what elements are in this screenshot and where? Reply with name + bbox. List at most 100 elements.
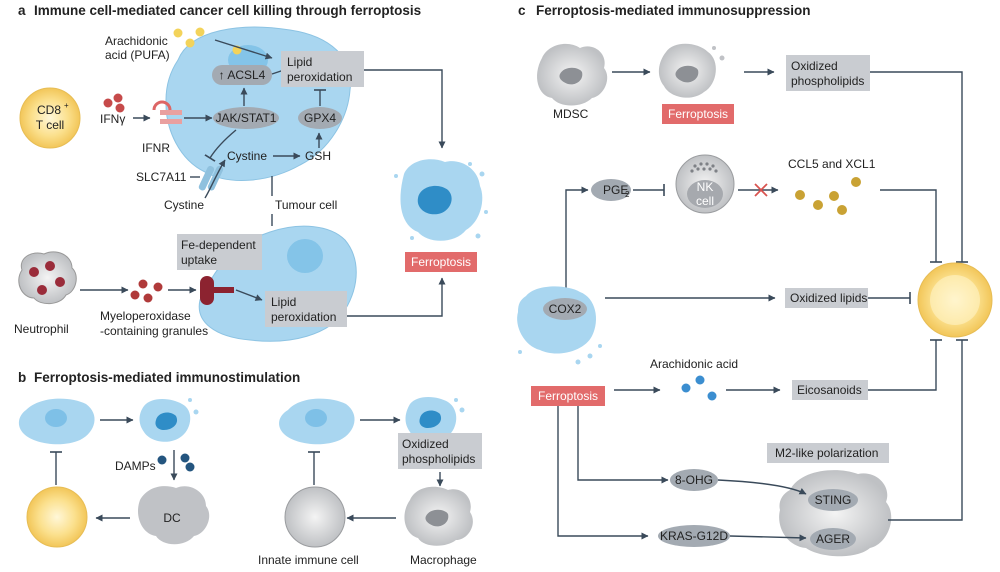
jak-stat1-pill	[213, 107, 279, 129]
tumour-cell-b1	[18, 398, 95, 445]
macrophage-label: Macrophage	[410, 553, 477, 567]
innate-immune-cell-label: Innate immune cell	[258, 553, 359, 567]
blocked-x-icon	[754, 183, 768, 197]
arachidonic-acid-c-dots	[681, 375, 717, 401]
fe-uptake-label-2: uptake	[181, 253, 217, 267]
mdsc-cell	[537, 43, 608, 106]
ferroptotic-cell-b1	[139, 398, 199, 442]
damps-label: DAMPs	[115, 459, 156, 473]
eicosanoids-label: Eicosanoids	[797, 383, 862, 397]
ifng-label: IFNγ	[100, 112, 125, 126]
cd8-t-cell	[19, 87, 81, 149]
cox2-tumour-cell	[517, 286, 602, 365]
dc-label: DC	[163, 511, 181, 525]
neutrophil	[18, 251, 77, 305]
lipid-peroxidation-label-2: peroxidation	[287, 70, 352, 84]
nk-nucleus	[687, 180, 723, 208]
slc7a11-label: SLC7A11	[136, 170, 187, 184]
pge2-subscript: 2	[625, 190, 630, 199]
8ohg-label: 8-OHG	[675, 473, 713, 487]
fe-uptake-box	[177, 234, 262, 270]
lipid-peroxidation-2-label-2: peroxidation	[271, 310, 336, 324]
m2-polarization-label: M2-like polarization	[775, 446, 878, 460]
dendritic-cell	[137, 486, 210, 545]
kras-label: KRAS-G12D	[660, 529, 728, 543]
oxidized-phospholipids-box-b	[398, 433, 482, 469]
granules-label-2: -containing granules	[100, 324, 208, 338]
arachidonic-acid-label-1: Arachidonic	[105, 34, 168, 48]
ferroptotic-cell-a	[394, 159, 488, 241]
oxidized-phospholipids-c-1: Oxidized	[791, 59, 838, 73]
t-cell-b	[26, 486, 88, 548]
nk-label-1: NK	[697, 180, 714, 194]
nk-label-2: cell	[696, 194, 714, 208]
ager-label: AGER	[816, 532, 850, 546]
section-a-letter: a	[18, 3, 26, 18]
fe-uptake-label-1: Fe-dependent	[181, 238, 256, 252]
lipid-peroxidation-label-1: Lipid	[287, 55, 312, 69]
section-a-title: Immune cell-mediated cancer cell killing…	[34, 3, 421, 18]
ferroptotic-mdsc	[658, 43, 725, 98]
t-cell-label: T cell	[36, 118, 64, 132]
m2-macrophage	[779, 470, 892, 557]
pge2-pill	[591, 179, 631, 201]
arachidonic-acid-c-label: Arachidonic acid	[650, 357, 738, 371]
gsh-label: GSH	[305, 149, 331, 163]
gpx4-label: GPX4	[304, 111, 336, 125]
granules-label-1: Myeloperoxidase	[100, 309, 191, 323]
sting-pill	[808, 489, 858, 511]
ferroptotic-cell-b2	[405, 397, 465, 442]
pge2-label: PGE	[603, 183, 628, 197]
damps-dots	[157, 453, 195, 472]
acsl4-label: ↑ ACSL4	[219, 68, 266, 82]
oxidized-phospholipids-box-c	[786, 55, 870, 91]
ifng-dots	[103, 93, 125, 113]
cox2-pill	[543, 298, 587, 320]
ifnr-label: IFNR	[142, 141, 170, 155]
ager-pill	[810, 528, 856, 550]
section-c-letter: c	[518, 3, 526, 18]
oxidized-phospholipids-b-2: phospholipids	[402, 452, 475, 466]
lipid-peroxidation-box	[281, 51, 364, 87]
cystine-outside-label: Cystine	[164, 198, 204, 212]
m2-polarization-box	[767, 443, 889, 463]
8ohg-pill	[670, 469, 718, 491]
sting-label: STING	[815, 493, 852, 507]
mpo-granules	[130, 279, 163, 303]
macrophage	[404, 486, 473, 546]
neutrophil-label: Neutrophil	[14, 322, 69, 336]
oxidized-phospholipids-c-2: phospholipids	[791, 74, 864, 88]
oxidized-lipids-label: Oxidized lipids	[790, 291, 867, 305]
kras-pill	[658, 525, 730, 547]
ferroptosis-label-a: Ferroptosis	[411, 255, 471, 269]
section-c-title: Ferroptosis-mediated immunosuppression	[536, 3, 811, 18]
nk-granules	[690, 162, 718, 173]
ferroptosis-label-c: Ferroptosis	[538, 389, 598, 403]
ferroptosis-box-a	[405, 252, 477, 272]
oxidized-lipids-box	[785, 288, 868, 308]
t-cell-c-nucleus	[930, 275, 980, 325]
cox2-label: COX2	[549, 302, 582, 316]
ccl5-xcl1-label: CCL5 and XCL1	[788, 157, 876, 171]
cystine-label: Cystine	[227, 149, 267, 163]
tumour-nucleus-lower	[287, 239, 323, 273]
arachidonic-acid-label-2: acid (PUFA)	[105, 48, 170, 62]
tumour-cell-b2	[279, 398, 355, 445]
jak-stat1-label: JAK/STAT1	[216, 111, 277, 125]
eicosanoids-box	[792, 380, 868, 400]
section-b-letter: b	[18, 370, 26, 385]
mdsc-label: MDSC	[553, 107, 589, 121]
innate-immune-cell	[284, 486, 346, 548]
lipid-peroxidation-2-label-1: Lipid	[271, 295, 296, 309]
section-b-title: Ferroptosis-mediated immunostimulation	[34, 370, 300, 385]
ferroptosis-label-mdsc: Ferroptosis	[668, 107, 728, 121]
ferroptosis-box-mdsc	[662, 104, 734, 124]
ccl5-xcl1-dots	[795, 177, 861, 215]
gpx4-pill	[298, 107, 342, 129]
tumour-cell-label: Tumour cell	[275, 198, 337, 212]
lipid-peroxidation-box-2	[265, 291, 347, 327]
acsl4-pill	[212, 65, 272, 85]
cd8-label: CD8	[37, 103, 61, 117]
